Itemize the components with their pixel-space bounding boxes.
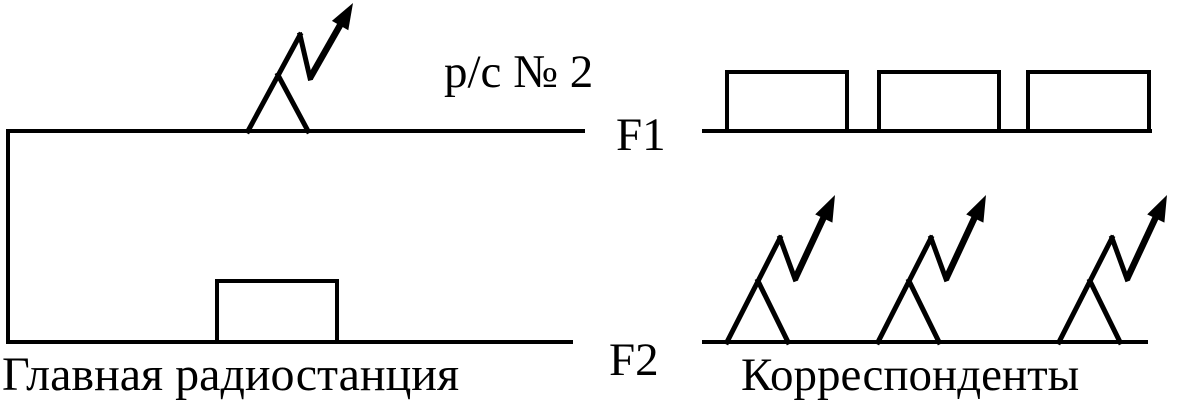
antenna-arrowhead xyxy=(331,3,353,31)
main-station-antenna-icon xyxy=(244,3,353,135)
frequency-f1-label: F1 xyxy=(616,109,666,161)
f1-pulse-3 xyxy=(1026,70,1151,131)
f2-pulse xyxy=(215,279,339,342)
frequency-f2-label: F2 xyxy=(609,334,659,386)
correspondent-antenna-icon-3 xyxy=(1059,195,1167,342)
correspondents-caption: Корреспонденты xyxy=(741,349,1080,401)
f1-pulse-1 xyxy=(725,70,849,131)
main-station-f1-f2-baseline xyxy=(6,129,585,344)
correspondents-waveform-group xyxy=(702,70,1167,342)
correspondent-antenna-icon-2 xyxy=(878,195,986,342)
f1-pulse-2 xyxy=(877,70,1001,131)
main-station-waveform-group xyxy=(6,3,585,344)
correspondent-antenna-icon-1 xyxy=(727,195,835,342)
antenna-triangle-zigzag xyxy=(244,31,314,135)
station-callsign-label: р/с № 2 xyxy=(444,46,594,98)
main-station-caption: Главная радиостанция xyxy=(2,348,460,401)
